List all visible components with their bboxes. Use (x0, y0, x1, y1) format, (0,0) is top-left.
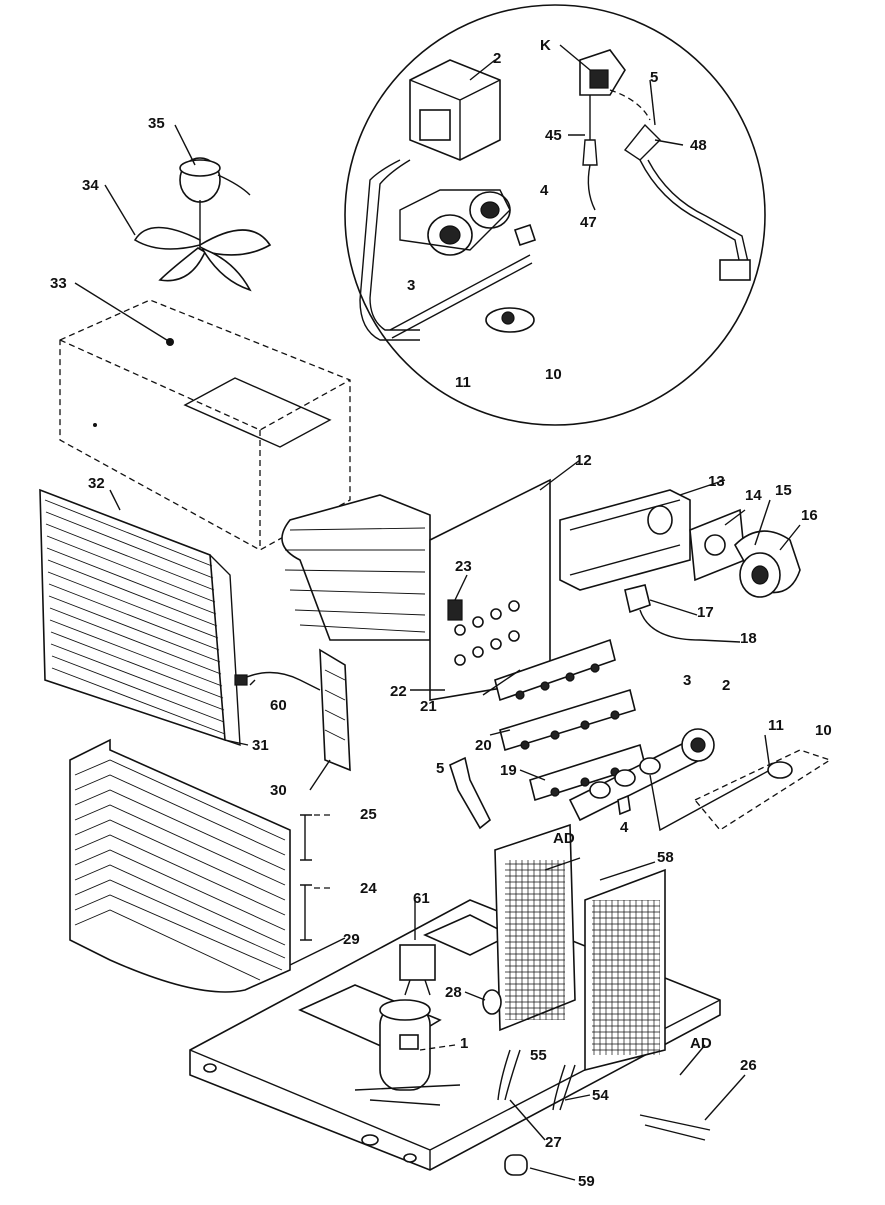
callout-48: 48 (690, 137, 707, 154)
service-valve-55 (497, 1049, 521, 1101)
callout-4: 4 (540, 182, 549, 199)
callout-31: 31 (252, 737, 269, 754)
callout-26: 26 (740, 1057, 757, 1074)
callout-25: 25 (360, 806, 377, 823)
condenser-wrap (69, 738, 291, 993)
wire-harness (239, 671, 321, 691)
detail-circle (344, 4, 766, 426)
callout-ad: AD (690, 1035, 712, 1052)
coil-bracket (319, 648, 351, 772)
callout-30: 30 (270, 782, 287, 799)
callout-12: 12 (575, 452, 592, 469)
callout-28: 28 (445, 984, 462, 1001)
callout-3: 3 (407, 277, 415, 294)
service-valve-54 (552, 1064, 576, 1111)
pressure-switch (624, 584, 741, 643)
burner-rails (494, 638, 646, 802)
callout-61: 61 (413, 890, 430, 907)
callout-10: 10 (815, 722, 832, 739)
callout-18: 18 (740, 630, 757, 647)
callout-33: 33 (50, 275, 67, 292)
callout-15: 15 (775, 482, 792, 499)
callout-58: 58 (657, 849, 674, 866)
callout-45: 45 (545, 127, 562, 144)
callout-21: 21 (420, 698, 437, 715)
canister-59 (504, 1154, 528, 1176)
callout-11: 11 (455, 374, 471, 391)
callout-ad: AD (553, 830, 575, 847)
callout-32: 32 (88, 475, 105, 492)
control-box (399, 944, 436, 996)
callout-3: 3 (683, 672, 691, 689)
callout-27: 27 (545, 1134, 562, 1151)
leader-lines (74, 44, 801, 1181)
callout-5: 5 (436, 760, 444, 777)
callout-59: 59 (578, 1173, 595, 1190)
callout-19: 19 (500, 762, 517, 779)
callout-labels: 2 K 5 45 48 4 47 3 11 10 35 34 33 12 13 … (50, 37, 832, 1190)
capacitor (482, 989, 502, 1015)
pilot-assembly (579, 49, 751, 281)
callout-34: 34 (82, 177, 99, 194)
callout-60: 60 (270, 697, 287, 714)
callout-11: 11 (768, 717, 784, 734)
fitting-lower (617, 794, 631, 816)
fan-blade (133, 226, 272, 292)
burner-manifold (568, 728, 715, 822)
gas-line-plate (693, 749, 832, 831)
bracket-24 (300, 884, 312, 941)
callout-20: 20 (475, 737, 492, 754)
callout-10: 10 (545, 366, 562, 383)
callout-2: 2 (722, 677, 730, 694)
callout-2: 2 (493, 50, 501, 67)
detail-limit-switch (485, 307, 535, 333)
fan-motor (179, 157, 251, 240)
callout-17: 17 (697, 604, 714, 621)
inducer-motor (734, 530, 801, 598)
heat-exchanger (281, 478, 551, 701)
filters (494, 823, 666, 1072)
callout-55: 55 (530, 1047, 547, 1064)
gas-line-right (649, 734, 771, 832)
callout-54: 54 (592, 1087, 609, 1104)
inducer-plates (559, 489, 746, 591)
callout-23: 23 (455, 558, 472, 575)
callout-k: K (540, 37, 551, 54)
callout-5: 5 (650, 69, 658, 86)
callout-35: 35 (148, 115, 165, 132)
callout-47: 47 (580, 214, 597, 231)
callout-1: 1 (460, 1035, 468, 1052)
compressor (354, 999, 461, 1106)
gas-valve (359, 59, 501, 341)
tube-26 (639, 1114, 711, 1141)
pilot-lower (449, 756, 492, 830)
limit-switch-right (767, 761, 793, 779)
callout-22: 22 (390, 683, 407, 700)
callout-14: 14 (745, 487, 762, 504)
callout-29: 29 (343, 931, 360, 948)
top-cover (59, 299, 351, 551)
bracket-25 (300, 814, 312, 861)
detail-burner-bar (389, 254, 533, 339)
callout-24: 24 (360, 880, 377, 897)
callout-13: 13 (708, 473, 725, 490)
burner-orifices (399, 189, 511, 256)
outdoor-coil (39, 488, 241, 746)
detail-fitting (513, 223, 537, 247)
callout-4: 4 (620, 819, 629, 836)
callout-16: 16 (801, 507, 818, 524)
